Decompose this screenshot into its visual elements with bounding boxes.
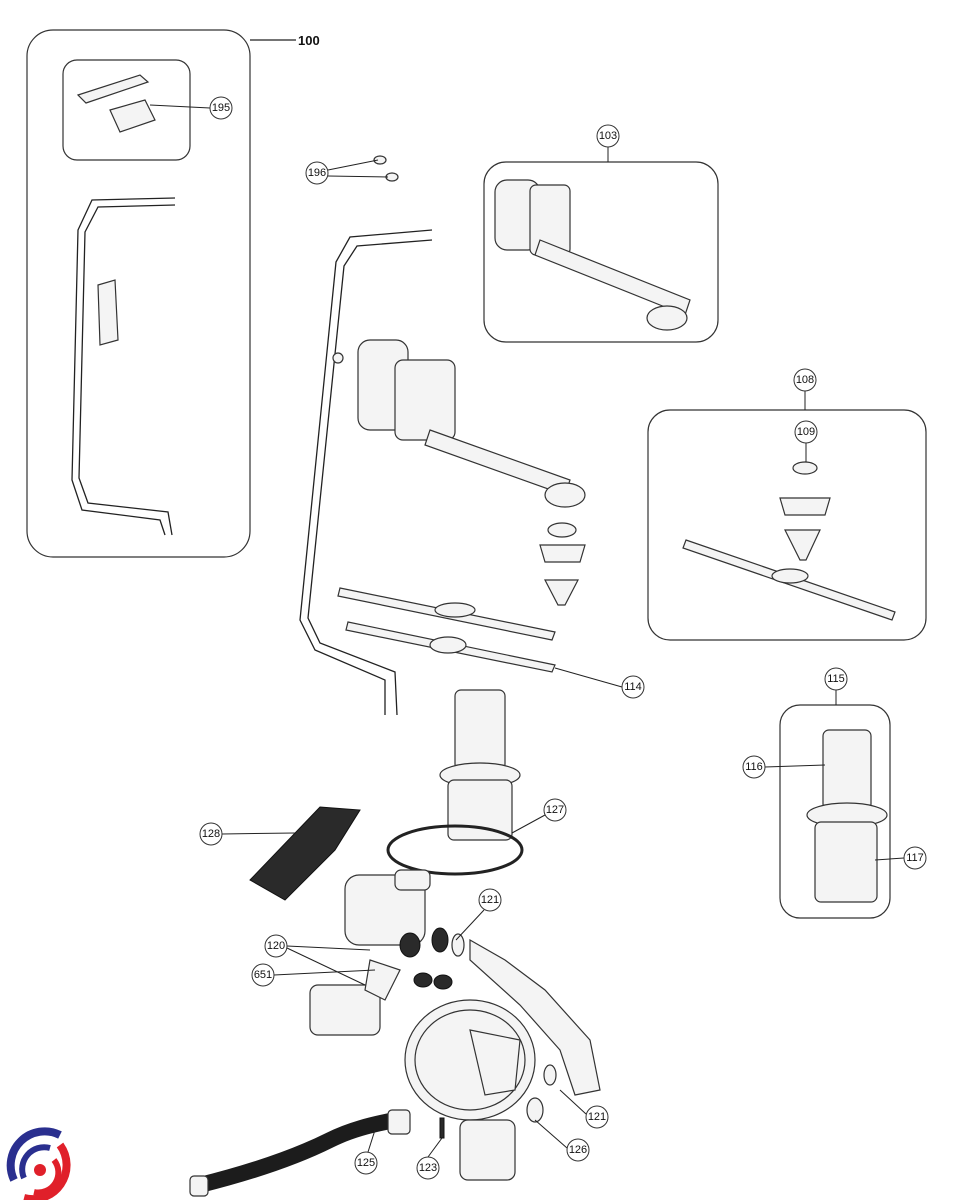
svg-text:125: 125 [357,1157,375,1169]
callout-196: 196 [305,161,329,185]
svg-text:123: 123 [419,1162,437,1174]
svg-text:114: 114 [624,681,642,693]
kit-108-frame [647,409,927,641]
callout-128: 128 [199,822,223,846]
callout-123: 123 [416,1156,440,1180]
assembly-100-frame [26,29,251,558]
kit-103-frame [483,161,719,343]
svg-text:126: 126 [569,1144,587,1156]
callout-120: 120 [264,934,288,958]
callout-125: 125 [354,1151,378,1175]
part-filter-assembly [439,689,521,841]
part-128-cover [249,806,361,901]
callout-108: 108 [793,368,817,392]
svg-text:121: 121 [588,1111,606,1123]
kit-195-frame [62,59,191,161]
part-127-gasket [386,824,524,876]
svg-text:128: 128 [202,828,220,840]
callout-127: 127 [543,798,567,822]
callout-121-top: 121 [478,888,502,912]
part-upper-spray-arm-assembly [357,339,586,606]
brand-swirl-logo [6,1127,71,1200]
part-125-drain-hose [189,1109,411,1197]
svg-text:108: 108 [796,374,814,386]
part-120-circulation-pump [309,869,601,1096]
callout-103: 103 [596,124,620,148]
part-123-oring [439,1117,445,1139]
svg-text:195: 195 [212,102,230,114]
callout-651: 651 [251,963,275,987]
svg-text:109: 109 [797,426,815,438]
svg-text:120: 120 [267,940,285,952]
part-left-supply-pipe [71,197,176,536]
leader-lines [149,104,905,1158]
part-195-clips [76,74,156,133]
callout-114: 114 [621,675,645,699]
svg-text:121: 121 [481,894,499,906]
part-drain-pump [459,1119,516,1181]
svg-text:117: 117 [906,852,924,864]
callout-117: 117 [903,846,927,870]
part-115-filter [806,729,888,903]
part-main-supply-pipe [299,229,433,716]
svg-text:196: 196 [308,167,326,179]
part-196-washer [373,155,387,165]
callout-109: 109 [794,420,818,444]
svg-text:651: 651 [254,969,272,981]
part-108-middle-spray-arm [682,461,896,621]
part-114-lower-spray-arms [337,587,556,673]
assembly-label-100: 100 [298,33,320,48]
svg-text:127: 127 [546,804,564,816]
svg-text:115: 115 [827,673,845,685]
svg-text:116: 116 [745,761,763,773]
callout-195: 195 [209,96,233,120]
callout-115: 115 [824,667,848,691]
part-103-upper-arm [494,179,691,331]
kit-115-frame [779,704,891,919]
callout-126: 126 [566,1138,590,1162]
callout-116: 116 [742,755,766,779]
svg-text:103: 103 [599,130,617,142]
part-sump [404,999,557,1123]
callout-121-bottom: 121 [585,1105,609,1129]
